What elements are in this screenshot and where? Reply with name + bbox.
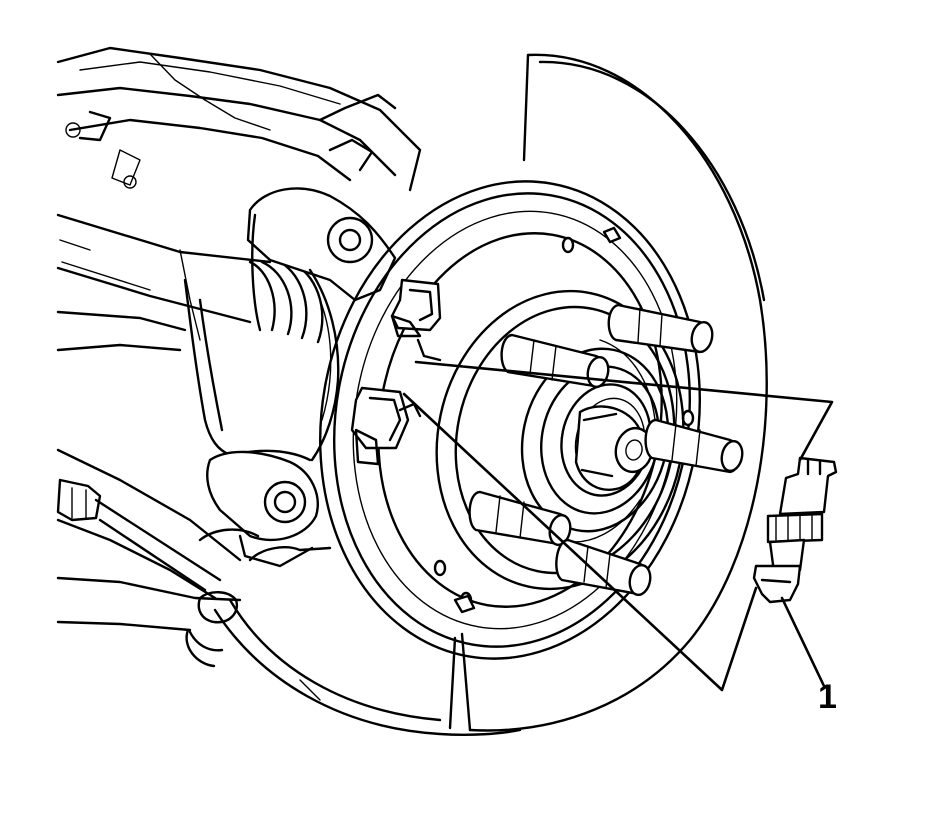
axle-spindle: [574, 405, 654, 491]
mounting-hole: [433, 559, 447, 577]
steering-knuckle: [183, 187, 397, 568]
wheel-stud: [607, 303, 714, 354]
upper-plate-clip: [390, 278, 442, 362]
upper-control-arm: [56, 46, 422, 192]
mounting-hole: [681, 409, 695, 427]
lower-suspension-arm: [56, 310, 242, 668]
wheel-stud: [644, 418, 744, 474]
mounting-hole: [561, 236, 575, 254]
callout-label-1: 1: [818, 678, 837, 716]
plate-clip-detail: [752, 456, 838, 604]
wheel-stud: [555, 538, 652, 597]
brake-shield: [213, 53, 768, 736]
lower-plate-clip: [350, 386, 422, 466]
leader-lines: [402, 360, 834, 692]
wheel-stud: [468, 490, 572, 547]
wheel-stud: [500, 333, 610, 389]
